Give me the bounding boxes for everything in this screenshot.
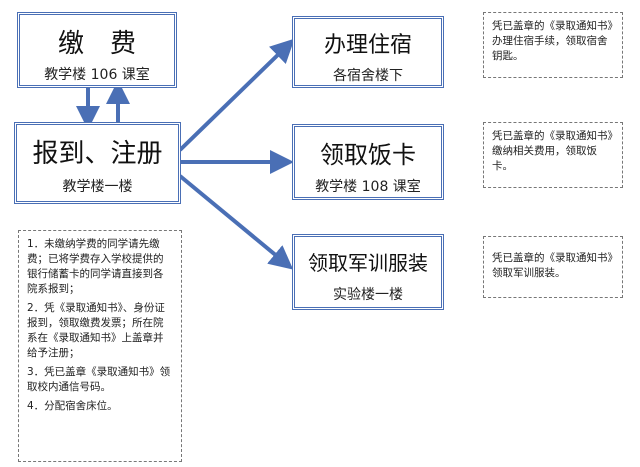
node-dorm-sub: 各宿舍楼下 (333, 68, 403, 84)
node-mealcard: 领取饭卡 教学楼 108 课室 (292, 124, 444, 200)
node-register-title: 报到、注册 (32, 139, 163, 169)
note-uniform: 凭已盖章的《录取通知书》领取军训服装。 (483, 236, 623, 298)
node-dorm: 办理住宿 各宿舍楼下 (292, 16, 444, 88)
node-register: 报到、注册 教学楼一楼 (14, 122, 181, 204)
node-uniform-sub: 实验楼一楼 (333, 287, 403, 303)
node-uniform-title: 领取军训服装 (308, 251, 428, 275)
note-register: 1．未缴纳学费的同学请先缴费；已将学费存入学校提供的银行储蓄卡的同学请直接到各院… (18, 230, 182, 462)
note-register-item-1: 1．未缴纳学费的同学请先缴费；已将学费存入学校提供的银行储蓄卡的同学请直接到各院… (27, 238, 164, 295)
arrow-register-to-dorm (178, 38, 295, 152)
note-uniform-text: 凭已盖章的《录取通知书》领取军训服装。 (492, 252, 613, 279)
node-mealcard-sub: 教学楼 108 课室 (315, 179, 421, 195)
node-mealcard-title: 领取饭卡 (320, 141, 416, 169)
node-uniform: 领取军训服装 实验楼一楼 (292, 234, 444, 310)
note-mealcard-text: 凭已盖章的《录取通知书》缴纳相关费用，领取饭卡。 (492, 130, 613, 172)
node-payment-title: 缴 费 (57, 29, 136, 59)
node-payment: 缴 费 教学楼 106 课室 (17, 12, 177, 88)
node-register-sub: 教学楼一楼 (62, 179, 133, 195)
note-register-item-3: 3．凭已盖章《录取通知书》领取校内通信号码。 (27, 366, 171, 393)
arrow-register-to-uniform (178, 174, 294, 270)
node-dorm-title: 办理住宿 (323, 33, 412, 58)
note-register-item-2: 2．凭《录取通知书》、身份证报到，领取缴费发票；所在院系在《录取通知书》上盖章并… (27, 302, 165, 359)
node-payment-sub: 教学楼 106 课室 (44, 67, 150, 83)
note-register-item-4: 4．分配宿舍床位。 (27, 400, 118, 412)
note-dorm-text: 凭已盖章的《录取通知书》办理住宿手续，领取宿舍钥匙。 (492, 20, 613, 62)
note-mealcard: 凭已盖章的《录取通知书》缴纳相关费用，领取饭卡。 (483, 122, 623, 188)
note-dorm: 凭已盖章的《录取通知书》办理住宿手续，领取宿舍钥匙。 (483, 12, 623, 78)
